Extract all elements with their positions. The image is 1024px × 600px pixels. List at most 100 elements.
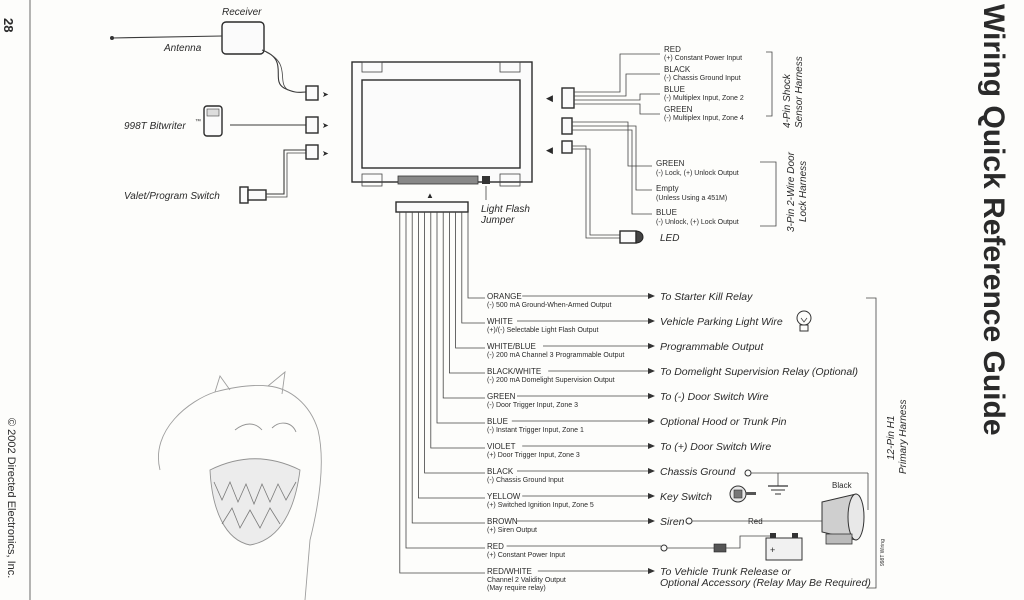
antenna-label: Antenna [163,43,202,54]
wire-desc2-label: (May require relay) [487,585,546,592]
control-module: Light Flash Jumper [351,61,533,226]
svg-text:(-) Chassis Ground Input: (-) Chassis Ground Input [664,75,741,82]
wire-destination2-label: Optional Accessory (Relay May Be Require… [660,577,871,589]
led-body [619,230,637,244]
svg-text:◀: ◀ [546,93,553,103]
wire-desc-label: (-) 200 mA Domelight Supervision Output [487,377,615,384]
figure-code: 998T Wiring [880,539,886,566]
valet-label: Valet/Program Switch [124,191,220,202]
primary-wire-7: BLACK(-) Chassis Ground Input Chassis Gro… [424,212,736,484]
svg-text:(-) Lock, (+) Unlock Output: (-) Lock, (+) Unlock Output [656,170,739,177]
led-label: LED [660,233,679,244]
svg-text:(-) Multiplex Input, Zone 2: (-) Multiplex Input, Zone 2 [664,95,744,102]
wire-arrowhead [648,393,655,399]
svg-text:➤: ➤ [322,149,329,158]
wire-arrowhead [648,318,655,324]
bitwriter-label: 998T Bitwriter [124,121,186,132]
svg-text:RED: RED [664,45,681,54]
sketch-doodle [158,370,322,600]
wire-desc-label: (+) Siren Output [487,527,537,534]
wire-desc-label: Channel 2 Validity Output [487,577,566,584]
siren-red-label: Red [748,517,763,526]
svg-text:BLUE: BLUE [656,208,677,217]
light-flash-label: Light Flash [481,204,530,215]
svg-text:(+) Constant Power Input: (+) Constant Power Input [664,55,742,62]
shock-harness-label-2: Sensor Harness [794,56,805,128]
wire-color-label: RED [487,542,504,551]
wire-desc-label: (+) Switched Ignition Input, Zone 5 [487,502,594,509]
wire-line [405,212,485,549]
wire-color-label: WHITE/BLUE [487,342,536,351]
wire-color-label: BROWN [487,517,518,526]
control-module-face [361,79,521,169]
primary-harness-bracket [866,297,877,589]
wire-destination-label: To Starter Kill Relay [660,291,753,303]
wire-destination-label: Vehicle Parking Light Wire [660,316,783,328]
key-switch-icon [729,485,756,503]
wire-color-label: WHITE [487,317,513,326]
svg-text:BLUE: BLUE [664,85,685,94]
wire-color-label: ORANGE [487,292,522,301]
svg-text:◀: ◀ [546,145,553,155]
chassis-ground-symbol [744,469,869,510]
wire-destination-label: Programmable Output [660,341,764,353]
svg-text:™: ™ [195,118,201,125]
wire-arrowhead [648,468,655,474]
door-harness-label-1: 3-Pin 2-Wire Door [786,151,797,232]
bitwriter-connector [305,116,319,134]
svg-text:Empty: Empty [656,184,679,193]
wire-desc-label: (-) Instant Trigger Input, Zone 1 [487,427,584,434]
wire-destination-label: To Vehicle Trunk Release or [660,566,791,578]
door-lock-connector [561,117,573,135]
wire-destination-label: Key Switch [660,491,712,503]
wire-line [436,212,485,424]
receiver-arrow: ➤ [322,90,329,99]
svg-text:GREEN: GREEN [664,105,693,114]
wire-desc-label: (-) Chassis Ground Input [487,477,564,484]
primary-port [397,175,479,185]
shock-sensor-harness: ◀ RED (+) Constant Power Input BLACK (-)… [546,45,805,128]
primary-wire-6: VIOLET(+) Door Trigger Input, Zone 3To (… [430,212,771,459]
door-harness-label-2: Lock Harness [798,161,809,222]
svg-text:➤: ➤ [322,121,329,130]
valet-switch-assembly: Valet/Program Switch ➤ [124,144,329,204]
primary-harness-label-1: 12-Pin H1 [886,416,897,460]
wire-line [424,212,485,474]
svg-text:+: + [770,545,775,555]
receiver-connector [305,85,319,101]
svg-text:GREEN: GREEN [656,159,685,168]
wire-arrowhead [648,418,655,424]
led-connector [561,140,573,154]
primary-wire-0: ORANGE(-) 500 mA Ground-When-Armed Outpu… [467,212,753,309]
wire-desc-label: (+) Constant Power Input [487,552,565,559]
primary-wire-8: YELLOW(+) Switched Ignition Input, Zone … [418,212,712,509]
primary-wire-1: WHITE(+)/(-) Selectable Light Flash Outp… [461,212,783,334]
primary-harness-label-2: Primary Harness [898,400,909,474]
wire-line [442,212,485,399]
wire-destination-label: Chassis Ground [660,466,736,478]
receiver-box [221,21,265,55]
svg-text:(-) Multiplex Input, Zone 4: (-) Multiplex Input, Zone 4 [664,115,744,122]
primary-wire-2: WHITE/BLUE(-) 200 mA Channel 3 Programma… [455,212,764,359]
wire-line [467,212,485,299]
wire-color-label: BLACK/WHITE [487,367,541,376]
primary-harness-wires: ORANGE(-) 500 mA Ground-When-Armed Outpu… [399,212,871,592]
page-number: 28 [1,18,16,32]
wire-line [399,212,485,574]
wire-color-label: BLACK [487,467,514,476]
valet-switch-body [239,186,249,204]
wire-color-label: RED/WHITE [487,567,532,576]
wire-line [449,212,485,374]
primary-wire-3: BLACK/WHITE(-) 200 mA Domelight Supervis… [449,212,858,384]
door-lock-harness: ◀ LED GREEN (-) Lock, (+) Unlock Output … [546,117,809,244]
wire-arrowhead [648,493,655,499]
battery-icon: + [660,533,803,561]
wire-desc-label: (-) 500 mA Ground-When-Armed Output [487,302,612,309]
wire-destination-label: Optional Hood or Trunk Pin [660,416,787,428]
svg-text:(Unless Using a 451M): (Unless Using a 451M) [656,195,727,202]
antenna-wire [111,35,223,39]
wire-color-label: BLUE [487,417,508,426]
